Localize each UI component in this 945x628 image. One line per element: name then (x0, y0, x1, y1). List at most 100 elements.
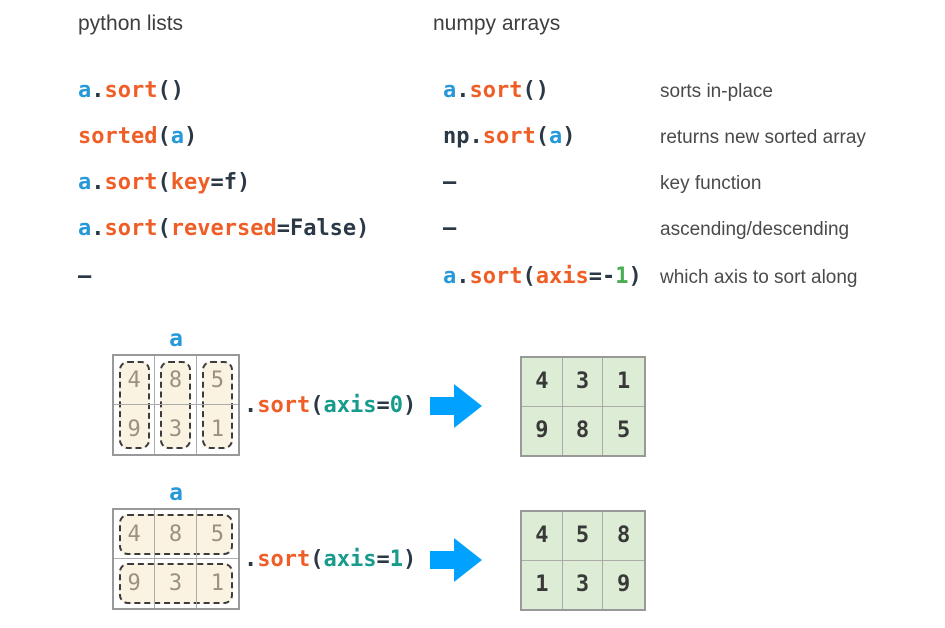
code-token: – (443, 170, 457, 195)
table-row: – a.sort(axis=-1) which axis to sort along (0, 263, 945, 290)
matrix-cell: 9 (114, 559, 156, 608)
sort-code-label: .sort(axis=0) (244, 392, 416, 419)
sort-group-highlight (119, 563, 233, 604)
column-header-numpy-arrays: numpy arrays (433, 12, 561, 35)
code-python: a.sort(key=f) (78, 169, 250, 196)
row-note: which axis to sort along (660, 267, 858, 288)
array-label: a (169, 480, 183, 506)
code-token: . (91, 216, 105, 241)
table-row: a.sort(reversed=False) – ascending/descend… (0, 215, 945, 242)
code-numpy: – (443, 215, 456, 242)
code-numpy: – (443, 169, 456, 196)
code-token: sort (482, 124, 536, 149)
code-token: () (157, 78, 184, 103)
code-python: a.sort() (78, 77, 184, 104)
row-note: ascending/descending (660, 219, 850, 240)
sort-group-highlight (119, 361, 150, 449)
code-token: a (548, 124, 563, 149)
code-token: ( (522, 264, 536, 289)
code-token: – (443, 216, 457, 241)
code-token: ) (628, 264, 642, 289)
code-token: sort (257, 393, 311, 418)
code-token: – (78, 264, 92, 289)
arrow-right-icon (428, 378, 484, 434)
code-token: ( (535, 124, 549, 149)
code-numpy: a.sort(axis=-1) (443, 263, 642, 290)
row-note: key function (660, 173, 762, 194)
code-python: sorted(a) (78, 123, 197, 150)
code-token: sort (257, 547, 311, 572)
code-token: ( (310, 393, 324, 418)
matrix-cell: 9 (522, 406, 563, 455)
matrix-cell: 1 (522, 560, 563, 609)
sort-group-highlight (160, 361, 192, 449)
array-label: a (169, 326, 183, 352)
code-token: a (443, 78, 457, 103)
matrix-cell: 8 (603, 512, 644, 561)
code-token: . (91, 78, 105, 103)
code-token: a (443, 264, 457, 289)
code-token: = (376, 393, 390, 418)
code-token: axis (323, 547, 377, 572)
matrix-cell: 1 (210, 417, 224, 442)
column-header-python-lists: python lists (78, 12, 184, 35)
code-token: () (522, 78, 549, 103)
matrix-cell: 8 (155, 510, 197, 559)
code-token: =f) (210, 170, 251, 195)
code-token: key (170, 170, 211, 195)
code-token: =False) (276, 216, 370, 241)
matrix-cell: 4 (114, 356, 156, 405)
code-token: reversed (170, 216, 277, 241)
code-token: ) (402, 393, 417, 418)
code-token: ( (310, 547, 324, 572)
code-token: =- (588, 264, 616, 289)
table-row: sorted(a)np.sort(a)returns new sorted ar… (0, 123, 945, 150)
code-token: sort (469, 78, 523, 103)
matrix-cell: 5 (603, 406, 644, 455)
matrix-cell: 9 (114, 405, 156, 454)
code-token: a (78, 78, 92, 103)
code-token: sort (469, 264, 523, 289)
matrix-cell: 5 (562, 512, 604, 561)
matrix-cell: 3 (155, 559, 197, 608)
code-token: . (456, 78, 470, 103)
code-token: . (456, 264, 470, 289)
code-token: np (443, 124, 470, 149)
code-token: ( (157, 124, 171, 149)
matrix-cell: 3 (562, 560, 604, 609)
code-token: sort (104, 170, 158, 195)
sort-group-highlight (119, 514, 233, 555)
matrix-cell: 4 (114, 510, 156, 559)
code-token: 0 (389, 393, 403, 418)
code-token: ) (183, 124, 198, 149)
code-token: ) (402, 547, 417, 572)
matrix-cell: 9 (603, 560, 644, 609)
code-python: a.sort(reversed=False) (78, 215, 369, 242)
code-token: . (91, 170, 105, 195)
code-token: sort (104, 78, 158, 103)
table-row: a.sort(key=f) – key function (0, 169, 945, 196)
code-token: axis (323, 393, 377, 418)
matrix-cell: 8 (562, 406, 604, 455)
matrix-cell: 8 (155, 356, 197, 405)
code-token: . (244, 393, 258, 418)
code-token: a (78, 170, 92, 195)
code-token: a (78, 216, 92, 241)
sort-code-label: .sort(axis=1) (244, 546, 416, 573)
table-row: a.sort()a.sort()sorts in-place (0, 77, 945, 104)
code-token: ( (157, 216, 171, 241)
code-token: axis (535, 264, 589, 289)
arrow-right-icon (428, 532, 484, 588)
code-token: 1 (615, 264, 629, 289)
matrix-cell: 4 (522, 358, 563, 407)
matrix-cell: 4 (522, 512, 563, 561)
code-numpy: np.sort(a) (443, 123, 575, 150)
code-token: a (170, 124, 184, 149)
sort-group-highlight (201, 361, 233, 449)
code-numpy: a.sort() (443, 77, 549, 104)
